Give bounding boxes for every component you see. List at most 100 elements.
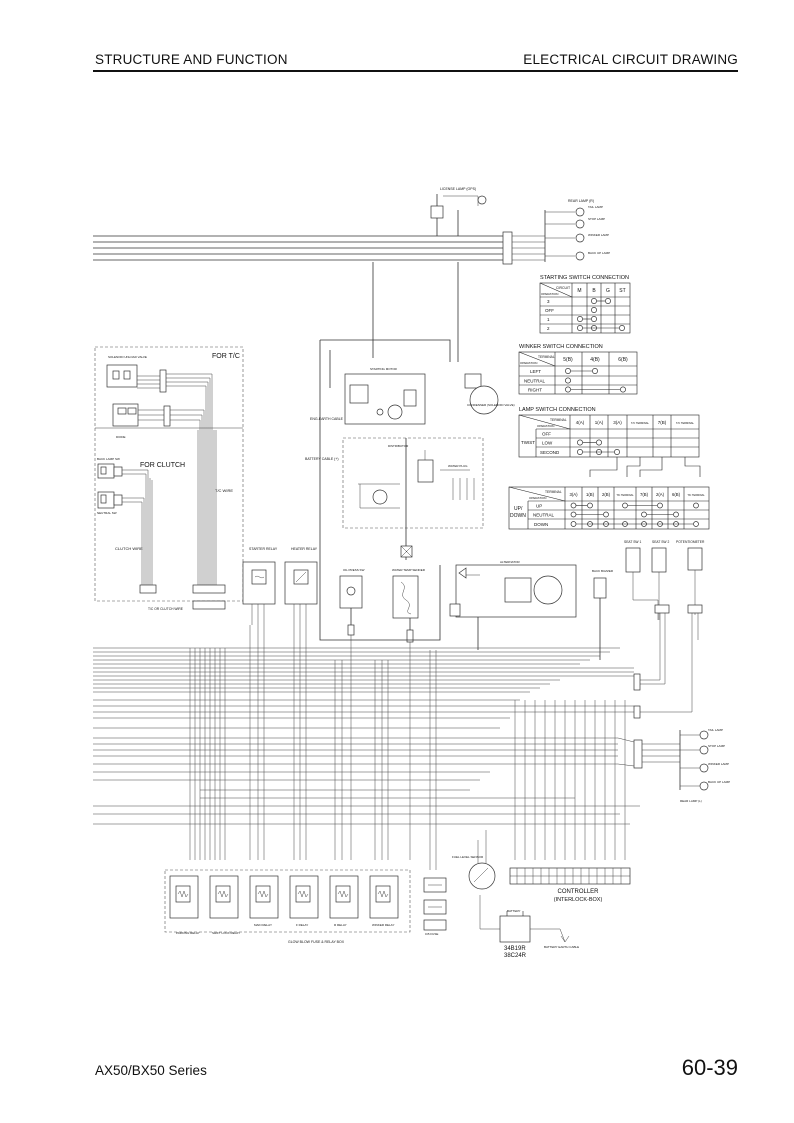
- glow-fuse-relay-box: [164, 869, 447, 933]
- winker-lamp-label-top: WINKER LAMP: [588, 233, 609, 237]
- main-harness-bus: [93, 625, 640, 870]
- for-tc-label: FOR T/C: [212, 353, 240, 360]
- shift-lock-relay-label: SHIFT LOCK RELAY: [212, 931, 240, 935]
- stop-lamp-label-top: STOP LAMP: [588, 217, 605, 221]
- updown-col-1b: 1(B): [586, 492, 595, 497]
- winker-col-5b: 5(B): [563, 357, 573, 363]
- lamp-corner-bottom: OPERATION: [537, 424, 554, 428]
- starter-relay-label: STARTER RELAY: [249, 547, 278, 551]
- stop-lamp-label-bottom: STOP LAMP: [708, 744, 725, 748]
- fuel-level-sensor: [468, 830, 496, 890]
- battery-type-2: 38C24R: [504, 953, 527, 959]
- water-plug-label: WATER PLUG: [448, 464, 468, 468]
- backup-lamp-label-bottom: BACK UP LAMP: [708, 780, 730, 784]
- lamp-col-1a: 1(A): [595, 420, 604, 425]
- interlock-box-label: (INTERLOCK-BOX): [554, 897, 603, 903]
- lamp-row-low: LOW: [542, 441, 553, 446]
- water-temp-label: WATER TEMP SENDER: [392, 568, 426, 572]
- updown-col-6b: 6(B): [672, 492, 681, 497]
- tc-or-clutch-wire-label: T/C OR CLUTCH WIRE: [148, 607, 184, 611]
- eng-earth-cable-label: ENG-EARTH CABLE: [310, 417, 344, 421]
- starting-corner-top: CIRCUIT: [556, 286, 571, 290]
- lamp-switch-title: LAMP SWITCH CONNECTION: [519, 407, 596, 413]
- back-lamp-sw-label: BACK LAMP SW: [97, 457, 120, 461]
- winker-corner-top: TERMINAL: [538, 355, 555, 359]
- seat-sw-2-label: SEAT SW 2: [652, 540, 669, 544]
- rear-lamp-rh-label: REAR LAMP (R): [568, 199, 594, 203]
- starting-row-3: 3: [547, 299, 550, 304]
- lamp-row-second: SECOND: [540, 450, 560, 455]
- f-relay-label: F RELAY: [296, 923, 308, 927]
- updown-corner-top: TERMINAL: [545, 490, 562, 494]
- potentiometer-label: POTENTIOMETER: [676, 540, 705, 544]
- starting-row-2: 2: [547, 326, 550, 331]
- glow-box-label: GLOW BLOW FUSE & RELAY BOX: [288, 940, 345, 944]
- solenoid-unload-label: SOLENOID UNLOAD VALVE: [108, 355, 147, 359]
- starting-col-b: B: [592, 288, 596, 294]
- winker-col-4b: 4(B): [590, 357, 600, 363]
- battery: [479, 895, 570, 943]
- for-clutch-label: FOR CLUTCH: [140, 462, 185, 469]
- battery-type-1: 34B19R: [504, 946, 526, 952]
- clutch-wire-label: CLUTCH WIRE: [115, 546, 143, 551]
- backup-lamp-label-top: BACK UP LAMP: [588, 251, 610, 255]
- fuse-label: 0.B FUSE: [425, 932, 438, 936]
- winker-switch-title: WINKER SWITCH CONNECTION: [519, 344, 603, 350]
- updown-row-down: DOWN: [534, 522, 548, 527]
- parking-relay-label: PARKING RELAY: [176, 931, 200, 935]
- tc-wire-label: T/C WIRE: [215, 488, 233, 493]
- battery-cable-label: BATTERY CABLE (+): [305, 457, 339, 461]
- distributor-label: DISTRIBUTOR: [388, 444, 409, 448]
- oil-press-sw-label: OIL PRESS SW: [343, 568, 365, 572]
- fuel-level-label: FUEL LEVEL SENSOR: [452, 855, 484, 859]
- lamp-group-twist: TWIST: [521, 440, 535, 445]
- battery-label: BATTERY: [507, 909, 521, 913]
- winker-lamp-label-bottom: WINKER LAMP: [708, 762, 729, 766]
- seat-sw-1-label: SEAT SW 1: [624, 540, 641, 544]
- lamp-col-tc-1: T/C TERMINAL: [631, 421, 650, 425]
- updown-col-2b: 2(B): [602, 492, 611, 497]
- controller-label: CONTROLLER: [557, 889, 599, 895]
- battery-earth-label: BATTERY EARTH CABLE: [544, 945, 579, 949]
- updown-col-2a: 2(A): [656, 492, 665, 497]
- rear-lamp-lh-cluster: [617, 730, 709, 791]
- updown-col-3a: 3(A): [569, 492, 578, 497]
- starting-col-m: M: [577, 288, 581, 294]
- condenser-label: CONDENSER (SOLENOID VALVE): [467, 403, 515, 407]
- page-number: 60-39: [681, 1055, 738, 1080]
- winker-col-6b: 6(B): [618, 357, 628, 363]
- updown-col-7b: 7(B): [640, 492, 649, 497]
- lamp-col-tc-2: T/C TERMINAL: [676, 421, 695, 425]
- winker-row-right: RIGHT: [528, 388, 542, 393]
- lamp-corner-top: TERMINAL: [550, 418, 567, 422]
- right-sensor-area: [593, 547, 703, 719]
- heater-relay-label: HEATER RELAY: [291, 547, 318, 551]
- starting-col-g: G: [606, 288, 610, 294]
- updown-col-tc-2: T/C TERMINAL: [687, 494, 705, 497]
- back-buzzer-label: BACK BUZZER: [592, 569, 614, 573]
- relay-area: [242, 561, 318, 625]
- engine-area: [319, 262, 577, 650]
- footer-series: AX50/BX50 Series: [95, 1063, 207, 1078]
- updown-corner-bottom: OPERATION: [529, 496, 546, 500]
- winker-row-neutral: NEUTRAL: [524, 379, 546, 384]
- starting-row-off: OFF: [545, 308, 554, 313]
- updown-group-bottom: DOWN: [510, 513, 526, 519]
- starting-col-st: ST: [619, 288, 625, 294]
- diode-label: DIODE: [116, 435, 126, 439]
- header-rule: [93, 70, 738, 72]
- lamp-col-3a: 3(A): [613, 420, 622, 425]
- updown-col-tc-1: T/C TERMINAL: [616, 494, 634, 497]
- rear-lamp-lh-label: REAR LAMP (L): [680, 799, 702, 803]
- lamp-col-7b: 7(B): [658, 420, 667, 425]
- page-header-left: STRUCTURE AND FUNCTION: [95, 52, 288, 67]
- updown-switch-table: [508, 486, 710, 530]
- alternator-label: ALTERNATOR: [500, 560, 521, 564]
- updown-row-up: UP: [536, 504, 542, 509]
- rear-harness: [93, 194, 585, 265]
- controller-box: [509, 867, 631, 885]
- lamp-row-off: OFF: [542, 432, 551, 437]
- updown-row-neutral: NEUTRAL: [533, 513, 555, 518]
- winker-relay-label: WINKER RELAY: [372, 923, 394, 927]
